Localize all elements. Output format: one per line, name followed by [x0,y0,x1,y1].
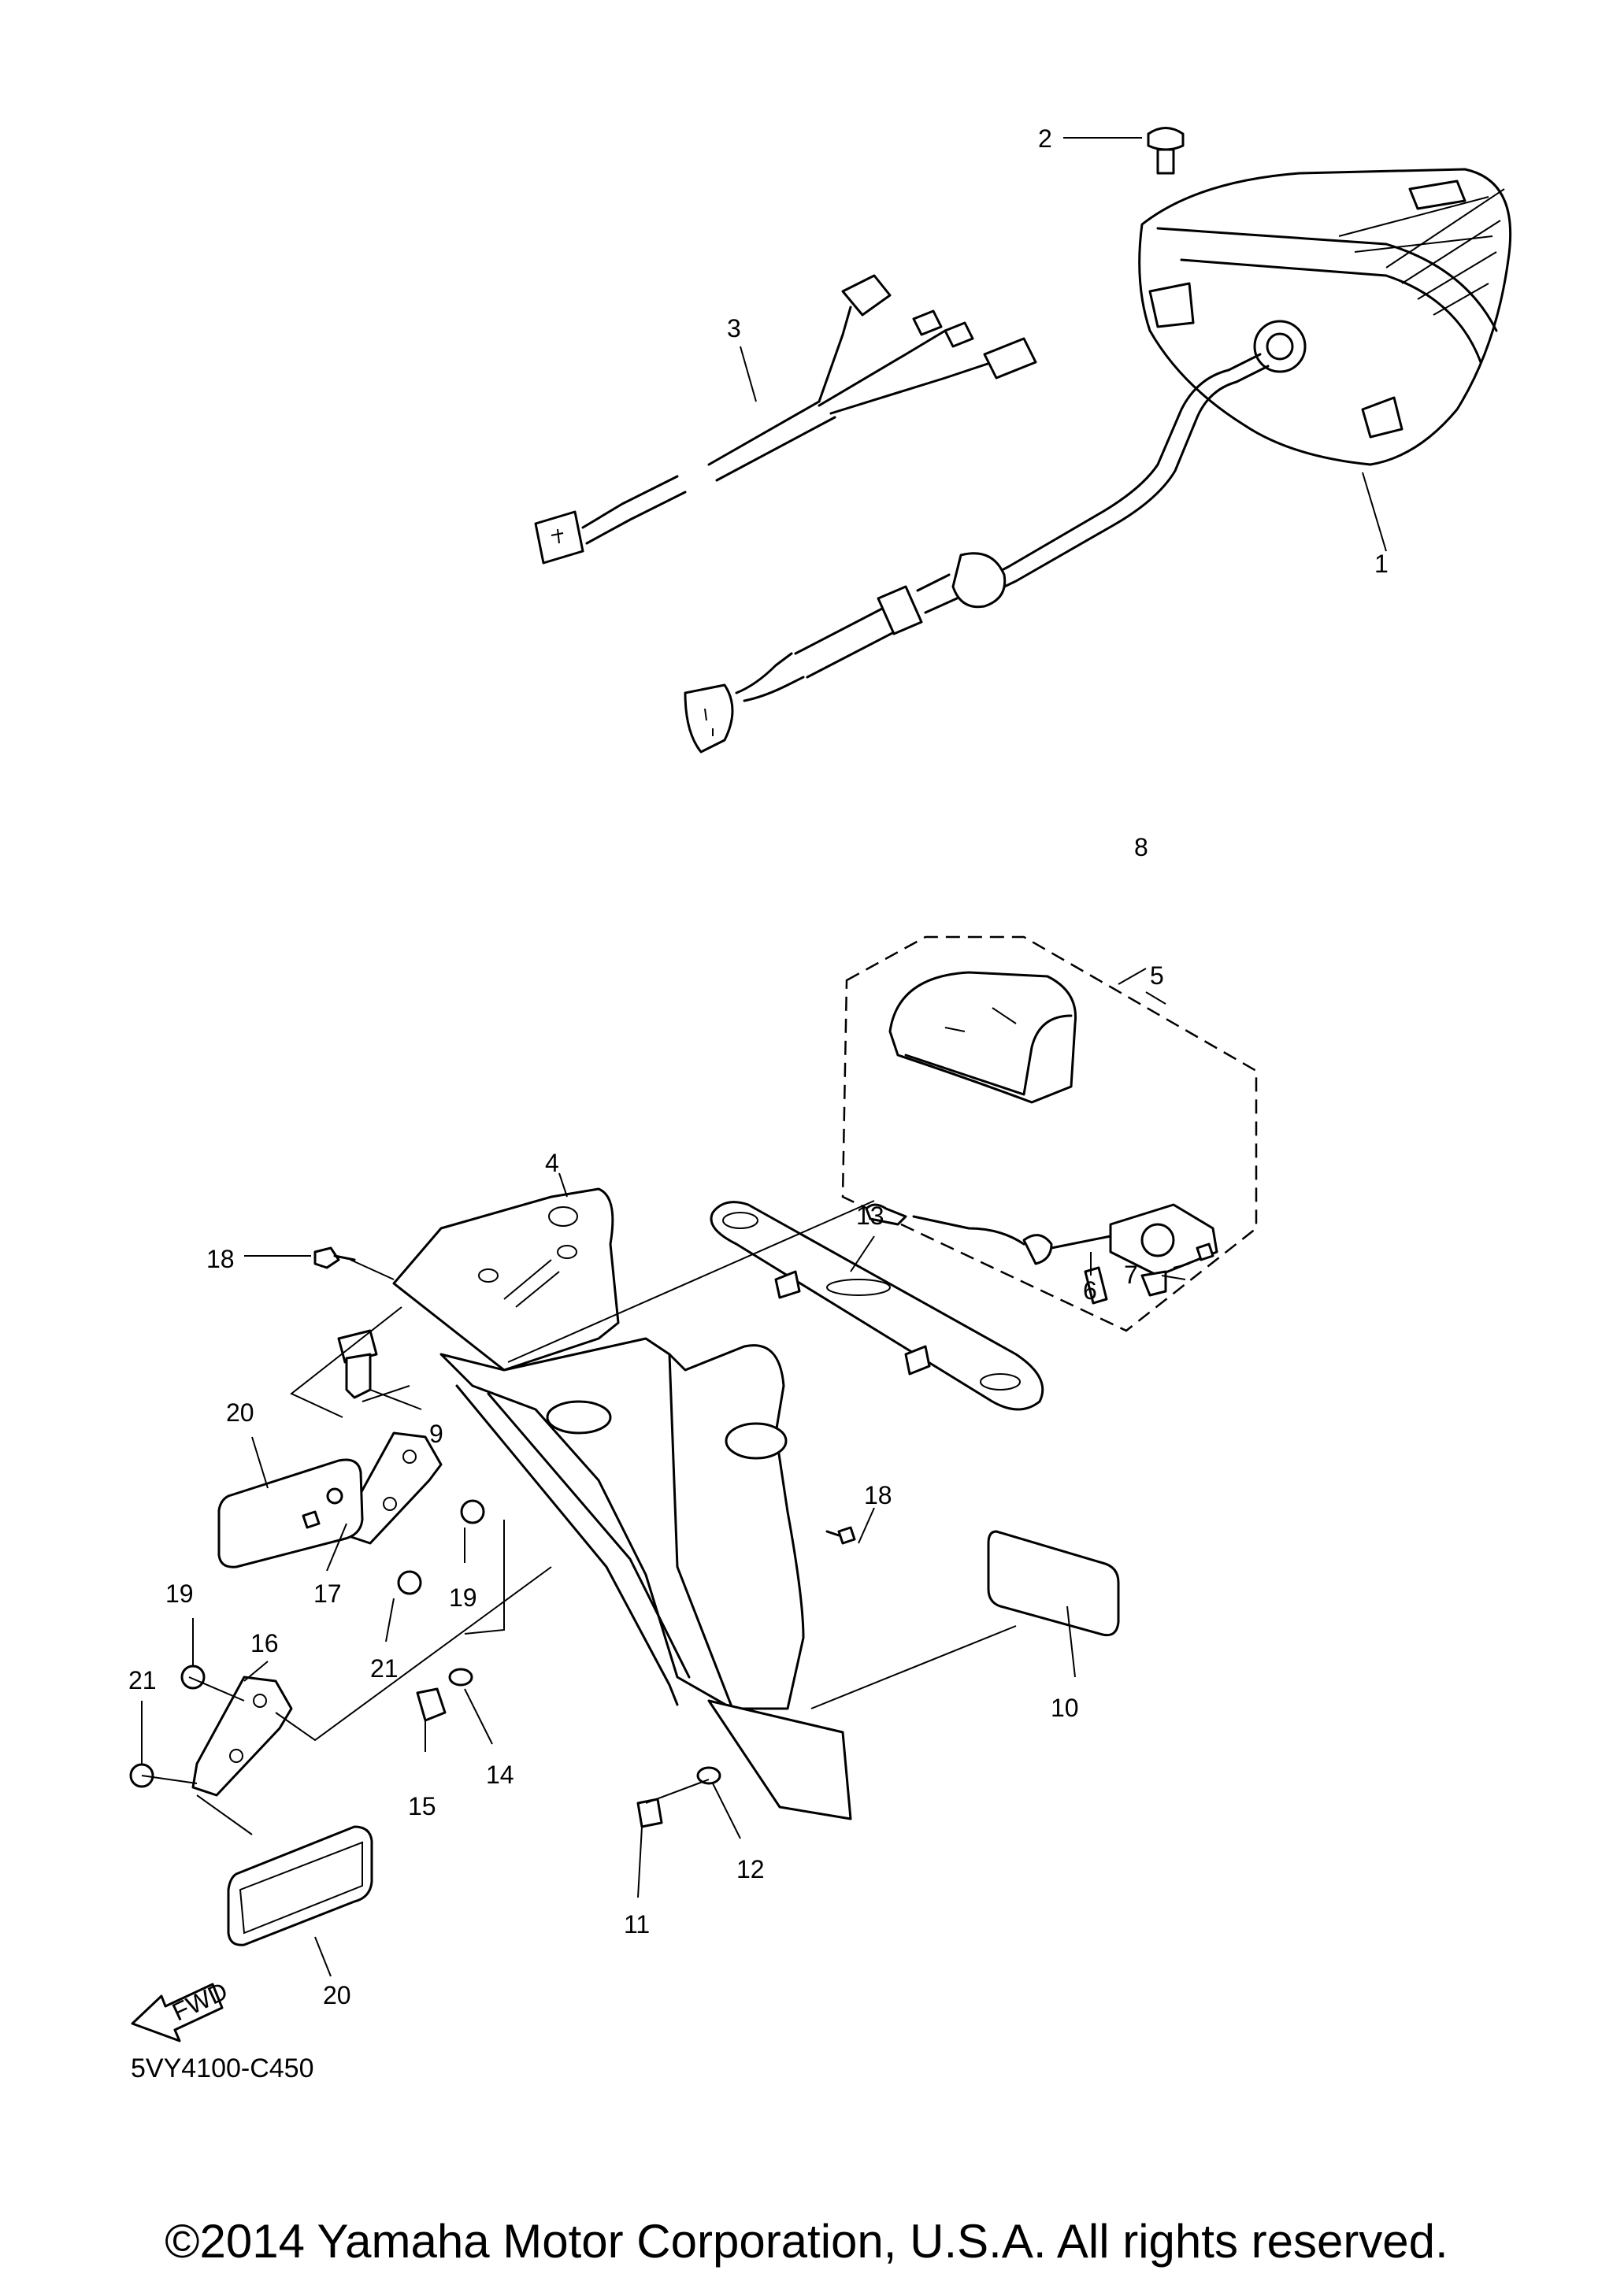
wire-harness [534,274,1037,565]
callout-18a: 18 [206,1245,235,1273]
callout-11: 11 [624,1910,650,1939]
callout-labels: 1 2 3 4 5 6 7 8 9 10 11 12 13 14 15 16 1… [128,124,1389,2009]
grommet [1147,127,1185,175]
license-light-assembly [841,935,1258,1332]
callout-20b: 20 [323,1981,351,2009]
plate-stay [710,1201,1044,1411]
callout-1: 1 [1374,550,1389,578]
callout-19b: 19 [165,1579,194,1608]
callout-15: 15 [408,1792,436,1820]
callout-18b: 18 [864,1481,892,1509]
license-bracket [337,1187,852,1820]
copyright-notice: ©2014 Yamaha Motor Corporation, U.S.A. A… [165,2215,1448,2268]
callout-12: 12 [736,1855,765,1883]
callout-4: 4 [545,1149,559,1177]
diagram-code: 5VY4100-C450 [131,2053,314,2083]
forward-arrow-icon: FWD [131,1976,232,2042]
callout-7: 7 [1124,1261,1138,1289]
callout-13: 13 [856,1202,884,1230]
callout-9: 9 [429,1420,443,1448]
callout-20a: 20 [226,1398,254,1427]
callout-21b: 21 [128,1666,157,1694]
tail-light-assembly [684,168,1512,754]
leader-lines [141,137,1387,1977]
callout-2: 2 [1038,124,1052,153]
fasteners [129,1246,856,1828]
callout-17: 17 [313,1579,342,1608]
callout-16: 16 [250,1629,279,1657]
callout-3: 3 [727,314,741,343]
reflectors [217,1458,1120,1946]
callout-5: 5 [1150,961,1164,990]
callout-6: 6 [1083,1276,1097,1305]
callout-21a: 21 [370,1654,399,1683]
callout-19a: 19 [449,1583,477,1612]
callout-8: 8 [1134,833,1148,861]
callout-10: 10 [1051,1694,1079,1722]
callout-14: 14 [486,1761,514,1789]
